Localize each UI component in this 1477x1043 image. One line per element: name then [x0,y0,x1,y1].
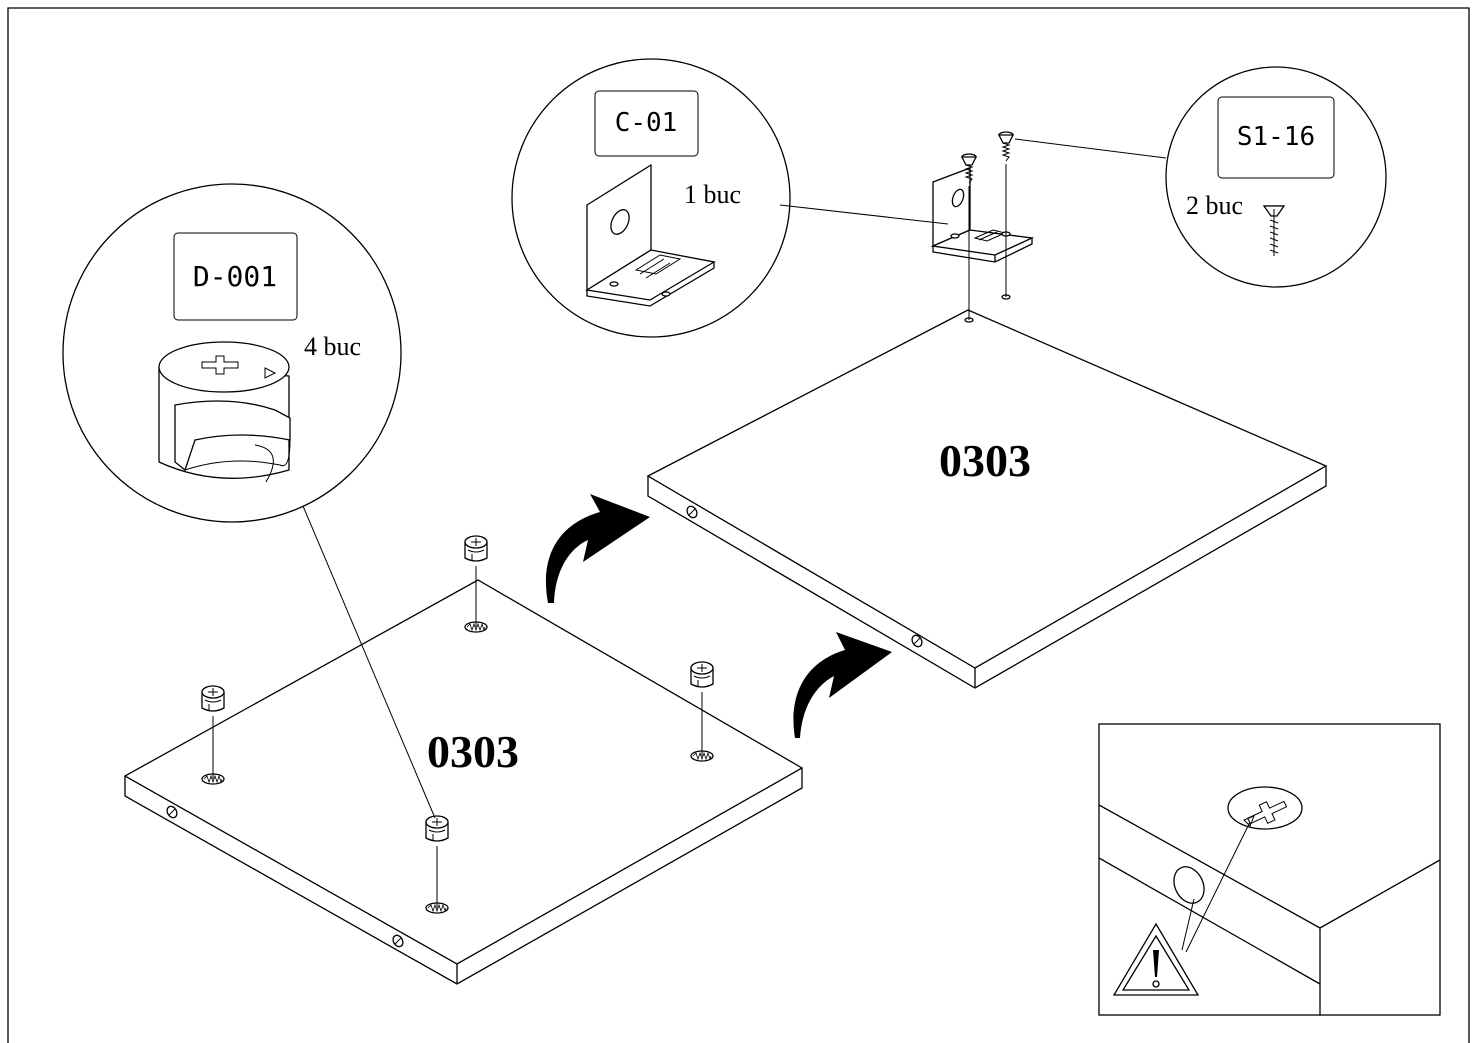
part-code-c01: C-01 [615,108,678,138]
cam-lock [464,535,488,562]
part-code-d001: D-001 [193,260,277,293]
callout-screw: S1-16 2 buc [1014,66,1387,288]
top-panel-label: 0303 [939,435,1031,486]
callout-bracket: C-01 1 buc [511,58,949,338]
qty-bracket: 1 buc [684,180,741,209]
cam-lock-large-icon [158,341,291,483]
page-border [7,7,1470,1043]
edge-hole [166,805,178,819]
bottom-panel-label: 0303 [427,726,519,777]
curved-arrow-icon [545,494,650,603]
edge-hole [911,634,923,648]
bracket-installed [930,167,1035,263]
edge-hole [392,934,404,948]
part-code-s116: S1-16 [1237,122,1315,152]
bottom-panel: 0303 [123,535,804,985]
cam-lock [201,685,225,712]
cam-lock [690,661,714,688]
angle-bracket-icon [585,163,716,307]
screw [997,131,1015,297]
warning-triangle-icon [1112,922,1200,996]
cam-lock [425,815,449,842]
top-panel: 0303 [646,294,1328,689]
edge-hole [686,505,698,519]
detail-inset [1098,723,1441,1016]
curved-arrow-icon [793,632,892,738]
screw-icon [1262,205,1286,256]
qty-screw: 2 buc [1186,191,1243,220]
callout-cam: D-001 4 buc [62,183,436,819]
screw [960,153,978,320]
qty-cam: 4 buc [304,332,361,361]
